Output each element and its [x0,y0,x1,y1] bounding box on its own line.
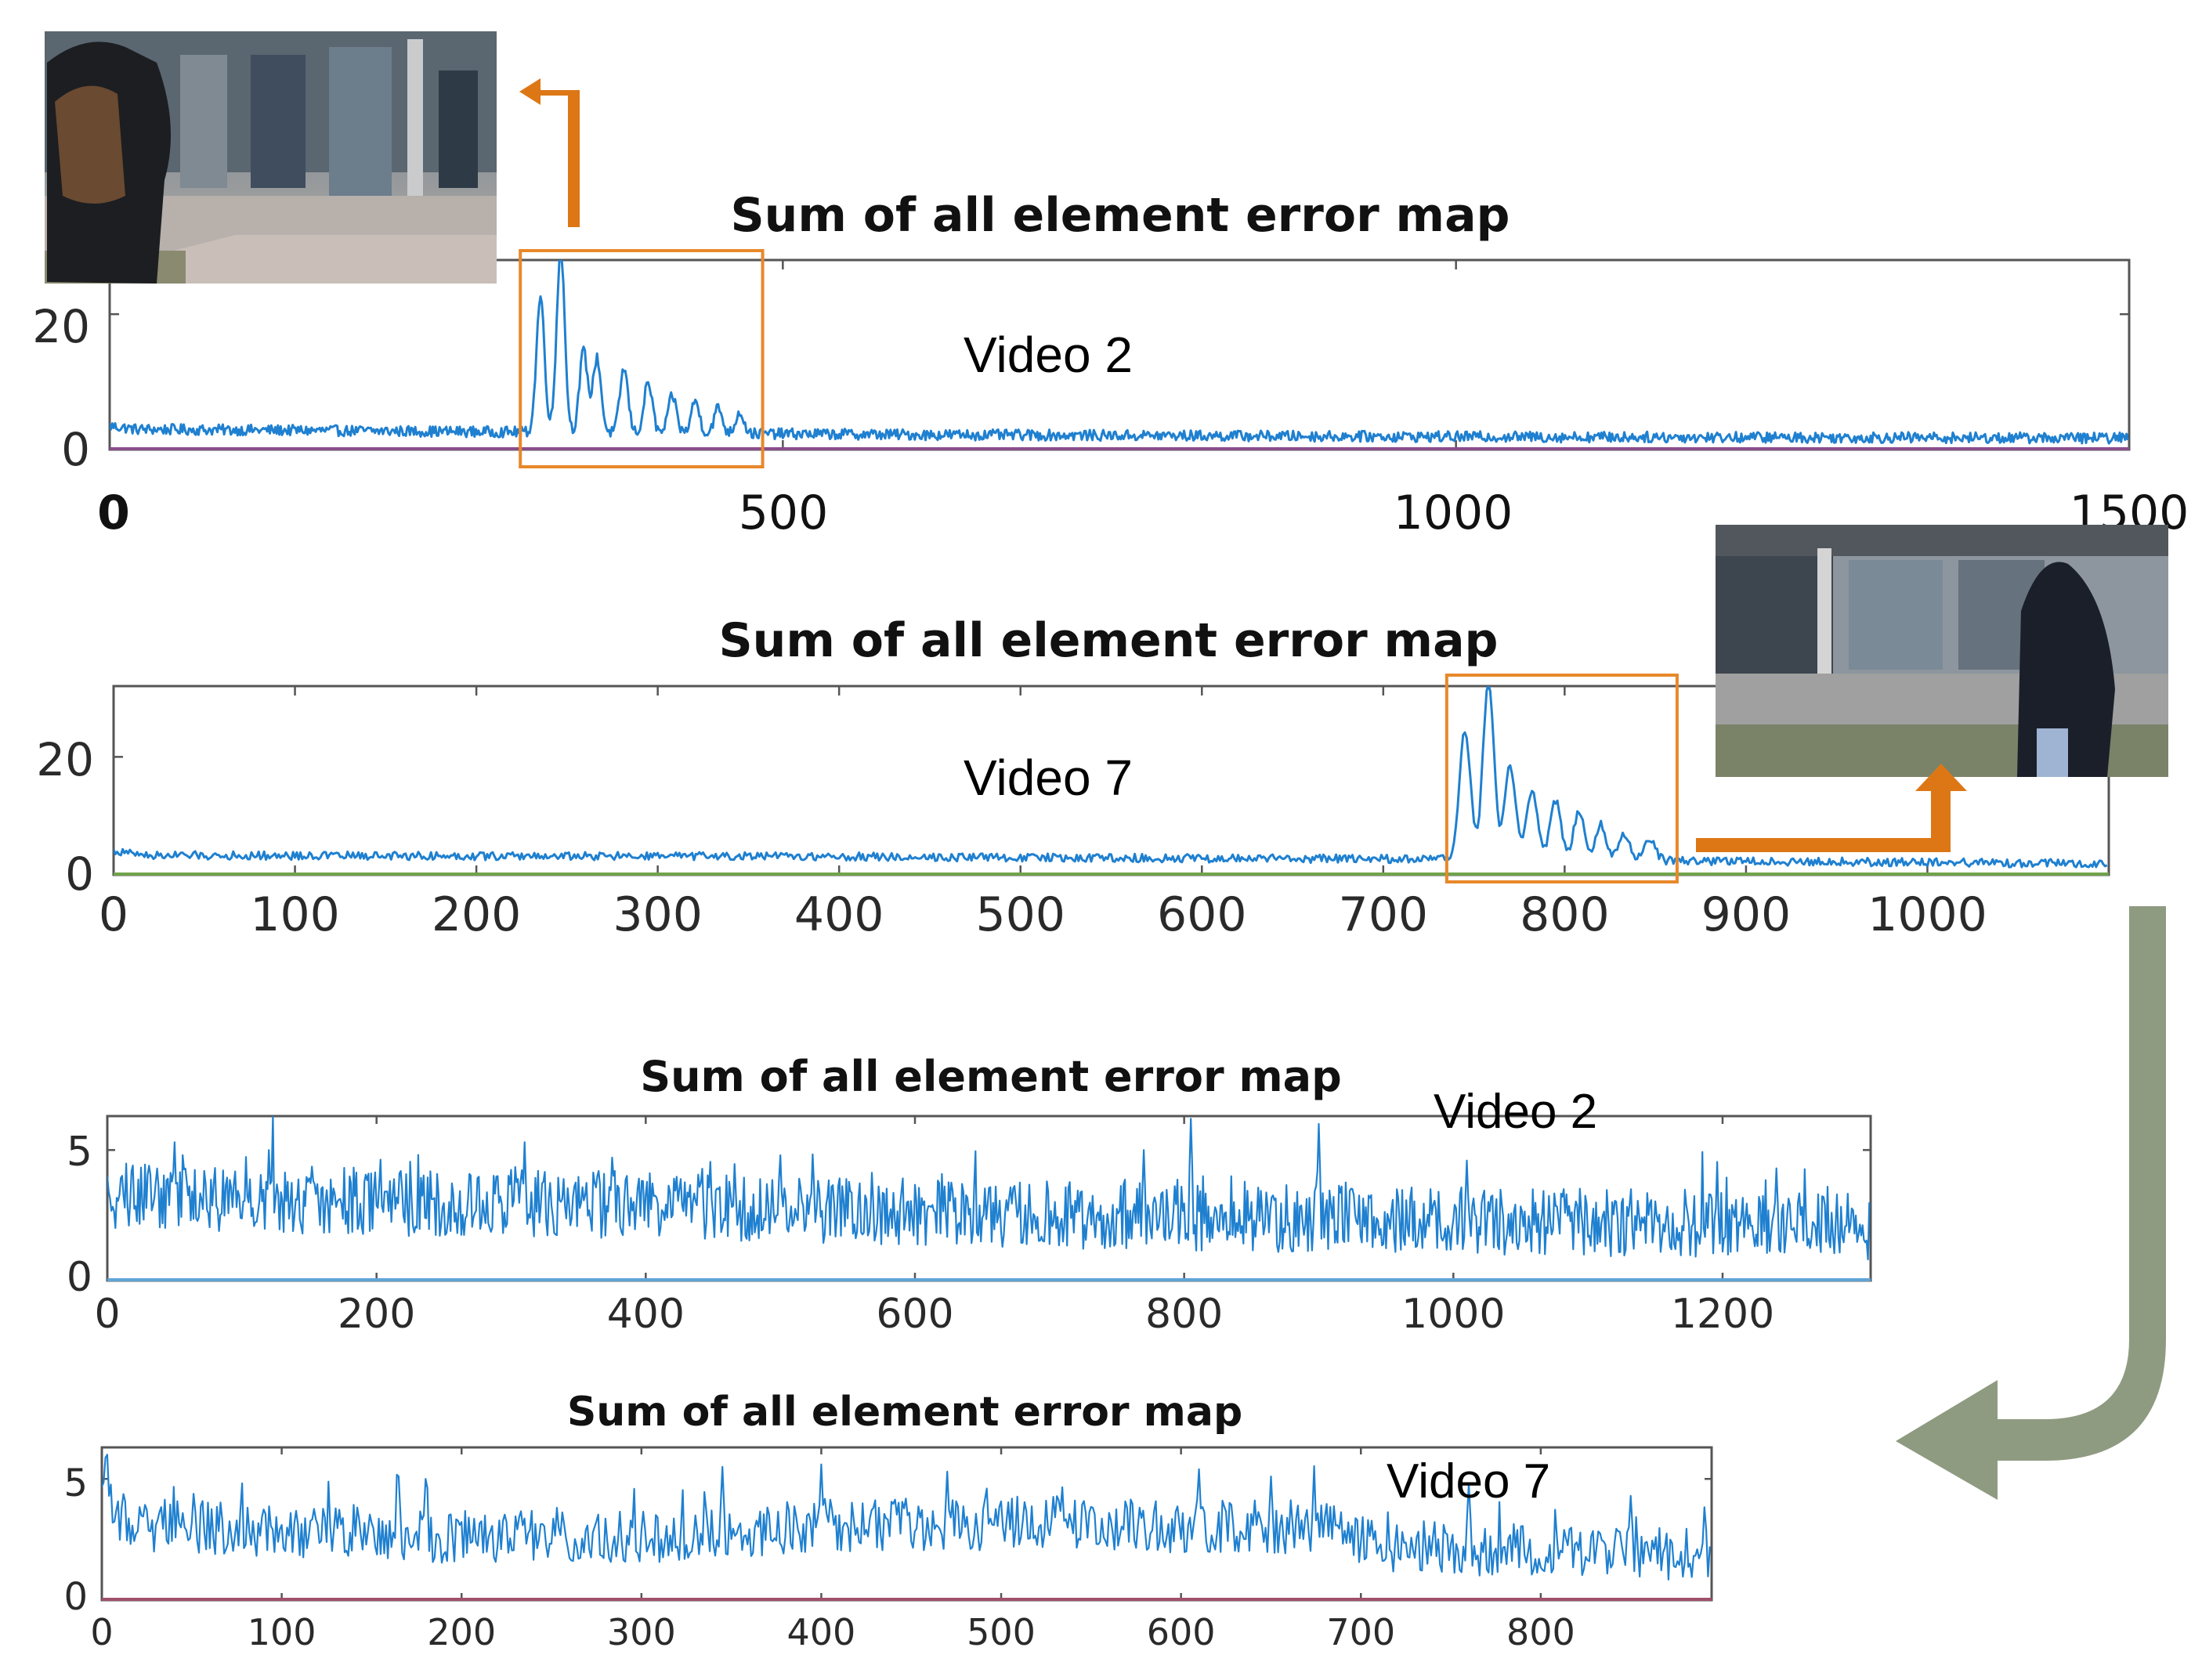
chart-4-series-line [102,1454,1711,1581]
xtick-label: 500 [975,887,1065,942]
xtick-label: 300 [607,1611,676,1653]
xtick-label: 400 [607,1291,685,1338]
orange-arrow-up-icon [519,78,580,227]
xtick-label: 700 [1326,1611,1395,1653]
green-curved-arrow-icon [1896,906,2166,1500]
chart-2-series-line [114,686,2108,869]
chart-1-title: Sum of all element error map [730,188,1510,243]
chart-3-ytick-5: 5 [67,1129,92,1176]
xtick-label: 600 [1157,887,1247,942]
xtick-label: 900 [1701,887,1792,942]
xtick-label: 800 [1520,887,1610,942]
xtick-label: 700 [1339,887,1429,942]
chart-2-ytick-0: 0 [65,847,94,901]
chart-3-ytick-0: 0 [67,1254,92,1301]
chart-4-title: Sum of all element error map [567,1389,1242,1436]
xtick-label: 800 [1145,1291,1223,1338]
xtick-label: 300 [613,887,703,942]
chart-4-ytick-5: 5 [63,1461,88,1505]
chart-3: Sum of all element error map 0 200 400 600 8… [67,1052,1872,1338]
xtick-label: 600 [876,1291,953,1338]
chart-1-ytick-20: 20 [32,300,90,353]
photo-thumbnail-video-2 [45,31,497,284]
chart-1-xtick-1000: 1000 [1394,486,1513,540]
chart-2-ytick-20: 20 [36,733,94,786]
xtick-label: 800 [1506,1611,1575,1653]
xtick-label: 0 [90,1611,113,1653]
chart-1-xtick-500: 500 [739,486,829,540]
xtick-label: 200 [432,887,522,942]
chart-3-video-label: Video 2 [1434,1085,1597,1139]
chart-4-ytick-0: 0 [63,1575,88,1619]
photo-thumbnail-video-7 [1716,525,2168,777]
xtick-label: 1200 [1671,1291,1774,1338]
xtick-label: 400 [787,1611,856,1653]
chart-1-series-line [110,260,2129,445]
xtick-label: 100 [248,1611,316,1653]
xtick-label: 1000 [1401,1291,1505,1338]
xtick-label: 200 [338,1291,415,1338]
chart-1-video-label: Video 2 [964,327,1133,383]
chart-3-series-line [107,1116,1871,1261]
chart-2-xticklabels: 0 100 200 300 400 500 600 700 800 900 1000 [99,887,1987,942]
chart-1: Sum of all element error map 0 500 1000 … [32,188,2189,540]
chart-4-xticklabels: 0 100 200 300 400 500 600 700 800 [90,1611,1575,1653]
chart-4-video-label: Video 7 [1387,1454,1550,1508]
xtick-label: 0 [99,887,128,942]
chart-1-xtick-0: 0 [97,486,130,540]
xtick-label: 1000 [1868,887,1987,942]
xtick-label: 600 [1147,1611,1216,1653]
orange-arrow-right-up-icon [1696,764,1967,852]
xtick-label: 400 [794,887,884,942]
chart-3-title: Sum of all element error map [640,1052,1342,1101]
chart-1-highlight-box [519,249,765,468]
xtick-label: 100 [250,887,340,942]
chart-3-xticklabels: 0 200 400 600 800 1000 1200 [94,1291,1774,1338]
chart-2-video-label: Video 7 [964,750,1133,806]
xtick-label: 0 [94,1291,120,1338]
xtick-label: 500 [967,1611,1036,1653]
chart-1-ytick-0: 0 [61,423,90,476]
xtick-label: 200 [427,1611,496,1653]
chart-4: Sum of all element error map 0 100 200 300 4… [63,1389,1713,1653]
chart-2-title: Sum of all element error map [718,613,1498,668]
chart-2-highlight-box [1444,674,1679,883]
